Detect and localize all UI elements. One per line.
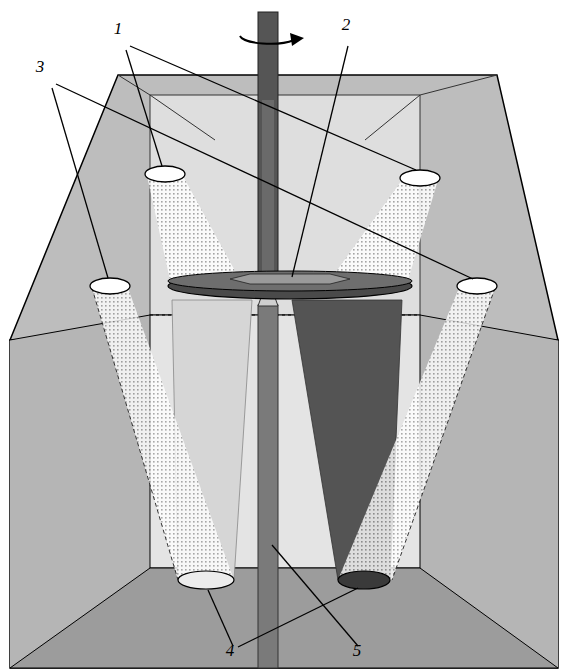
disc-top: [168, 271, 412, 291]
leader-line: [130, 46, 416, 170]
leader-line: [126, 50, 162, 166]
edge-line: [365, 95, 420, 140]
dark-spot: [338, 571, 390, 589]
edge-line: [420, 75, 497, 95]
cone-edge: [392, 288, 495, 580]
shaft-inner: [262, 100, 274, 275]
edge-line: [150, 95, 215, 140]
leader-line: [208, 590, 233, 646]
callout-number: 3: [36, 58, 45, 75]
rod: [258, 305, 278, 668]
light-spot: [178, 571, 234, 589]
arrow-head: [290, 33, 304, 46]
callout-number: 5: [353, 642, 362, 659]
light-cone: [330, 180, 438, 280]
leader-line: [52, 88, 108, 278]
light-cone: [338, 288, 495, 580]
aperture: [400, 170, 440, 186]
aperture: [457, 278, 497, 294]
side-walls: [10, 315, 558, 668]
aperture: [90, 278, 130, 294]
callout-number: 4: [226, 642, 235, 659]
leader-lines: [52, 46, 473, 647]
light-cone: [147, 176, 240, 280]
leader-line: [292, 46, 348, 277]
rotation-arrow: [240, 36, 294, 44]
callout-number: 2: [342, 16, 351, 33]
aperture: [145, 166, 185, 182]
edge-line: [118, 75, 150, 95]
leader-line: [56, 84, 473, 279]
floor: [10, 568, 558, 668]
light-cone: [92, 288, 234, 580]
cone-edge: [92, 288, 178, 580]
leader-line: [238, 588, 358, 647]
disc-hub: [230, 274, 350, 284]
leader-line: [272, 545, 358, 646]
callout-number: 1: [114, 20, 123, 37]
shaft: [258, 12, 278, 280]
